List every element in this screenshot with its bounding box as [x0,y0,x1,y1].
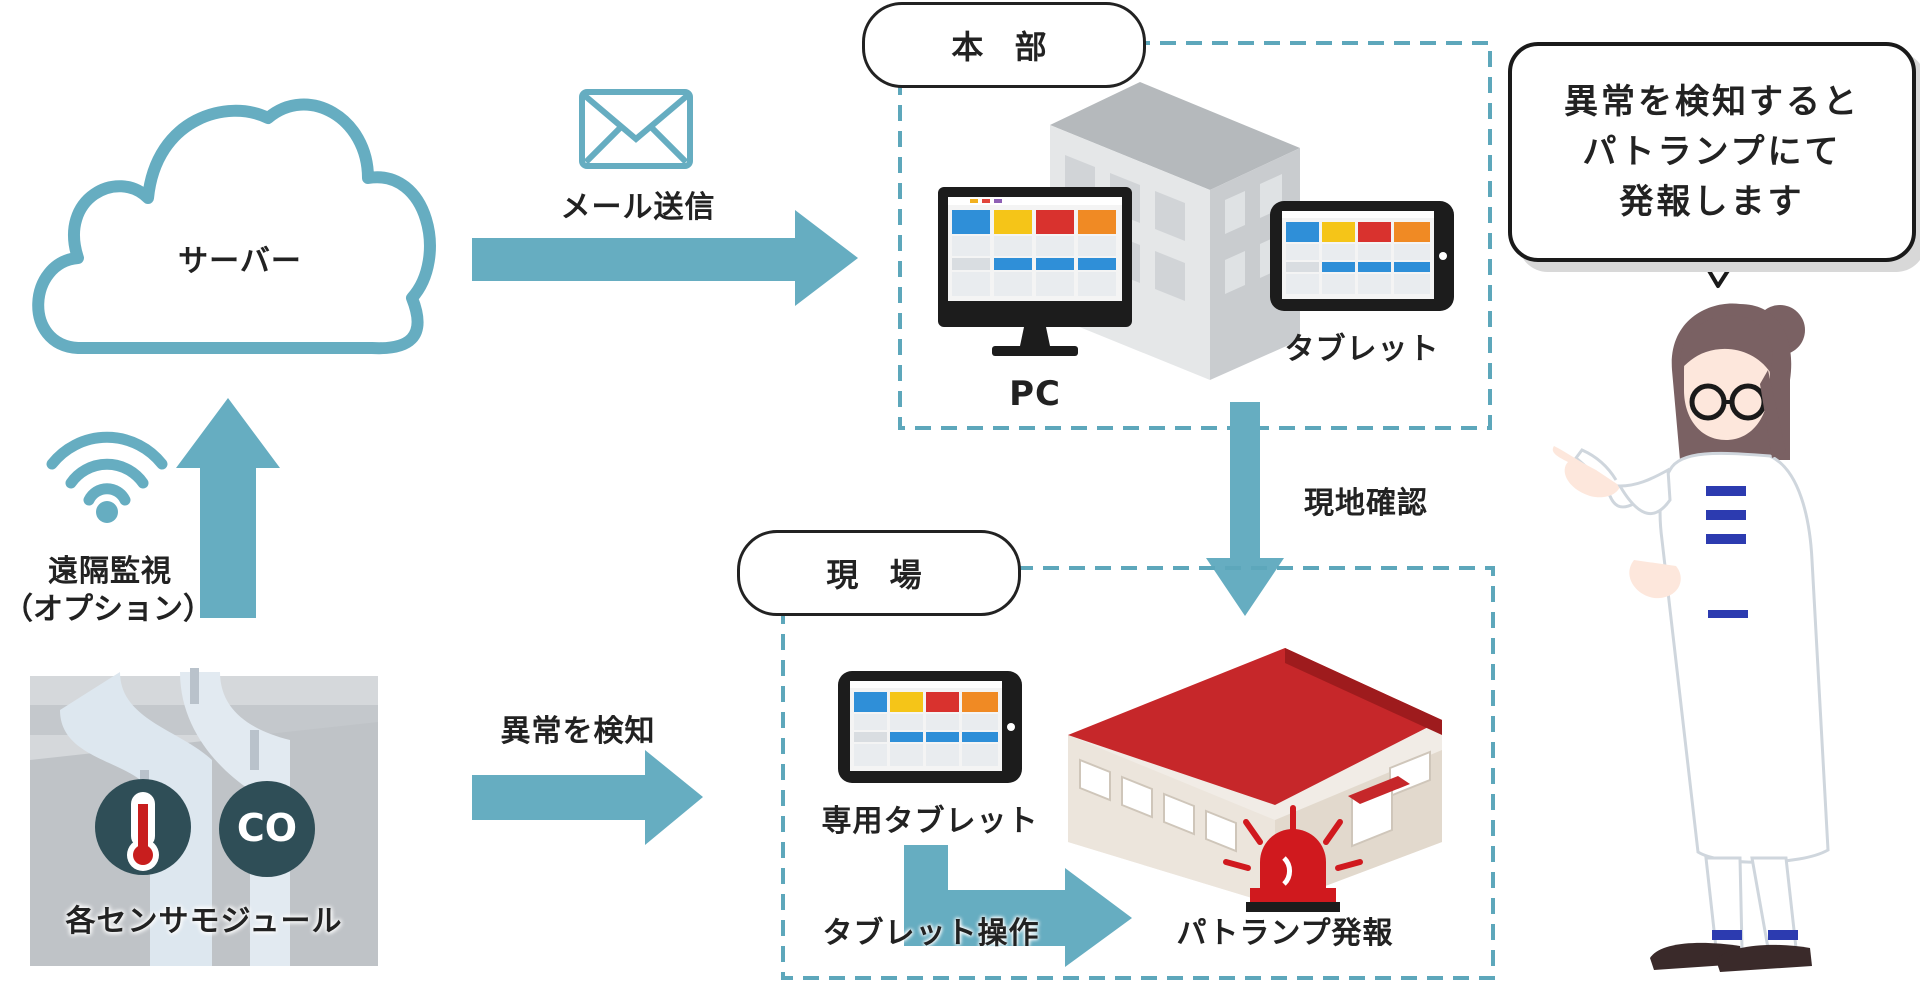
sensor-modules-label: 各センサモジュール [65,904,343,939]
mail-icon [579,89,693,169]
arrow-hq-to-site [1206,402,1284,616]
house-icon [1068,648,1442,905]
speech-bubble-line-1: 異常を検知すると [1564,82,1860,122]
co-sensor-icon [219,781,315,877]
hq-pill: 本 部 [862,2,1146,88]
dedicated-tablet-label: 専用タブレット [821,804,1039,839]
patlamp-alarm-label: パトランプ発報 [1176,916,1394,951]
sensor-module-illustration [30,668,378,966]
site-pill: 現 場 [737,530,1021,616]
tablet-operation-label: タブレット操作 [822,916,1040,951]
speech-bubble: 異常を検知すると パトランプにて 発報します [1508,42,1916,262]
arrow-tablet-operation [904,845,1132,967]
arrow-anomaly-to-site [472,750,703,845]
thermometer-icon [95,779,191,875]
co-label: CO [236,806,298,850]
patlamp-icon [1223,805,1363,912]
option-label: （オプション） [3,592,213,627]
dedicated-tablet-icon [838,671,1022,783]
remote-monitoring-label: 遠隔監視 [48,554,172,589]
site-box [781,566,1495,980]
arrow-sensor-to-server [176,398,280,618]
wifi-icon [46,431,168,523]
person-illustration [1552,303,1830,972]
cloud-icon [32,98,436,355]
pc-monitor-icon [938,187,1132,356]
arrow-mail-to-hq [472,210,858,306]
server-label: サーバー [178,244,302,279]
onsite-check-label: 現地確認 [1304,486,1428,521]
speech-bubble-line-3: 発報します [1619,182,1805,222]
hq-box [898,41,1492,430]
pc-label: PC [1009,374,1061,414]
mail-send-label: メール送信 [560,190,716,225]
speech-bubble-line-2: パトランプにて [1582,132,1842,172]
tablet-label: タブレット [1284,332,1440,367]
tablet-icon [1270,201,1454,311]
anomaly-detect-label: 異常を検知 [500,714,656,749]
